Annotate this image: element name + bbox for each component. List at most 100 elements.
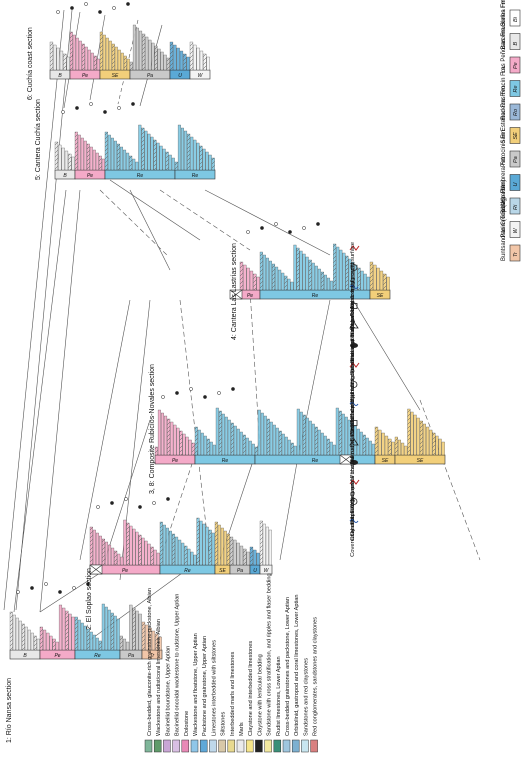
formation-label: Reocín Fm. bbox=[501, 65, 507, 96]
formation-swatch bbox=[509, 127, 521, 144]
lithology-bar-pattern bbox=[87, 629, 90, 650]
lithology-bar bbox=[197, 429, 201, 456]
lithology-bar-pattern bbox=[363, 435, 366, 455]
lithology-bar bbox=[378, 429, 382, 456]
lithology-swatch bbox=[264, 739, 272, 753]
lithology-swatch bbox=[163, 739, 171, 753]
lithology-bar bbox=[148, 39, 152, 71]
lithology-bar-pattern bbox=[333, 244, 336, 290]
formation-band-code: Re bbox=[94, 653, 101, 659]
fossil-marker bbox=[203, 395, 207, 399]
lithology-bar bbox=[105, 541, 109, 566]
symbol-legend-item: Orbitolinids bbox=[350, 495, 358, 525]
lithology-bar bbox=[278, 269, 282, 291]
formation-label: San Esteban Fm. bbox=[501, 97, 507, 144]
formation-code: Ri bbox=[513, 204, 519, 210]
lithology-bar-pattern bbox=[388, 439, 392, 455]
lithology-bar bbox=[253, 549, 257, 566]
lithology-bar bbox=[159, 145, 163, 171]
fossil-marker bbox=[58, 590, 62, 594]
lithology-bar bbox=[78, 40, 82, 71]
lithology-bar bbox=[335, 407, 339, 456]
lithology-bar bbox=[151, 630, 156, 651]
formation-swatch bbox=[509, 197, 521, 215]
lithology-bar bbox=[138, 613, 142, 651]
lithology-bar bbox=[107, 134, 111, 171]
fossil-marker bbox=[126, 2, 130, 6]
lithology-bar bbox=[359, 431, 363, 456]
covered-section-box bbox=[229, 289, 243, 300]
lithology-bar bbox=[135, 531, 139, 566]
lithology-bar bbox=[381, 432, 385, 456]
lithology-bar bbox=[435, 435, 439, 456]
lithology-bar bbox=[193, 139, 197, 171]
lithology-swatch bbox=[218, 739, 226, 753]
lithology-bar bbox=[341, 413, 345, 456]
lithology-bar bbox=[144, 130, 148, 171]
lithology-bar bbox=[150, 136, 154, 171]
lithology-bar-pattern bbox=[253, 274, 257, 290]
lithology-bar bbox=[366, 276, 370, 291]
lithology-bar bbox=[123, 149, 127, 171]
lithology-bar-pattern bbox=[70, 32, 73, 70]
lithology-bar bbox=[68, 613, 72, 651]
fossil-marker bbox=[189, 387, 193, 391]
lithology-bar bbox=[376, 267, 380, 291]
lithology-bar bbox=[217, 524, 221, 566]
lithology-bar bbox=[224, 416, 228, 456]
symbol-label: Subaerial exposure; paleokarst or paleos… bbox=[350, 261, 356, 375]
lithology-bar bbox=[169, 530, 172, 566]
lithology-bar bbox=[132, 528, 136, 566]
lithology-bar-pattern bbox=[102, 539, 105, 565]
lithology-bar-pattern bbox=[170, 42, 173, 70]
lithology-bar-pattern bbox=[94, 56, 97, 70]
lithology-bar bbox=[113, 615, 117, 651]
formation-code: Bi bbox=[513, 16, 519, 22]
lithology-label: Claystone and interbedded limestones bbox=[248, 641, 254, 736]
fossil-marker bbox=[246, 230, 250, 234]
lithology-bar bbox=[208, 154, 212, 171]
lithology-legend-item: Interbedded marls and limestones bbox=[227, 652, 236, 753]
lithology-bar bbox=[236, 542, 240, 566]
lithology-bar-pattern bbox=[190, 42, 193, 70]
formation-swatch bbox=[509, 9, 521, 27]
fossil-marker bbox=[30, 586, 34, 590]
lithology-bar bbox=[80, 137, 84, 171]
lithology-bar bbox=[212, 444, 216, 456]
lithology-bar bbox=[53, 44, 57, 71]
formation-band-code: Pe bbox=[247, 293, 253, 299]
lithology-bar-pattern bbox=[339, 411, 342, 455]
lithology-swatch bbox=[310, 739, 318, 753]
lithology-bar bbox=[18, 620, 22, 651]
lithology-bar-pattern bbox=[291, 443, 294, 455]
symbol-legend-item: Chondrodonta bbox=[349, 397, 359, 435]
lithology-bar-pattern bbox=[420, 421, 423, 455]
lithology-bar bbox=[157, 48, 161, 71]
lithology-bar bbox=[77, 619, 81, 651]
lithology-bar bbox=[110, 137, 114, 171]
symbol-label: Covered section bbox=[350, 515, 356, 557]
lithology-bar bbox=[251, 443, 255, 456]
formation-code: Tr bbox=[513, 251, 519, 257]
lithology-bar bbox=[248, 440, 252, 456]
lithology-bar bbox=[120, 52, 124, 71]
branching-coral-icon bbox=[349, 362, 360, 368]
lithology-swatch bbox=[199, 739, 208, 753]
lithology-bar-pattern bbox=[34, 636, 37, 650]
lithology-swatch bbox=[236, 739, 245, 753]
caprina-icon bbox=[349, 438, 359, 446]
fossil-marker bbox=[288, 230, 292, 234]
lithology-bar bbox=[256, 552, 260, 566]
lithology-bar bbox=[281, 272, 285, 291]
lithology-bar-pattern bbox=[196, 518, 200, 565]
lithology-swatch bbox=[291, 739, 300, 753]
lithology-bar bbox=[175, 536, 179, 566]
formation-band-code: SE bbox=[219, 568, 226, 574]
lithology-bar bbox=[311, 262, 315, 291]
lithology-bar-pattern bbox=[87, 144, 90, 170]
lithology-bar bbox=[153, 549, 157, 566]
formation-label: Bielba Fm. (p.p.) bbox=[501, 0, 507, 26]
lithology-bar bbox=[181, 542, 185, 566]
